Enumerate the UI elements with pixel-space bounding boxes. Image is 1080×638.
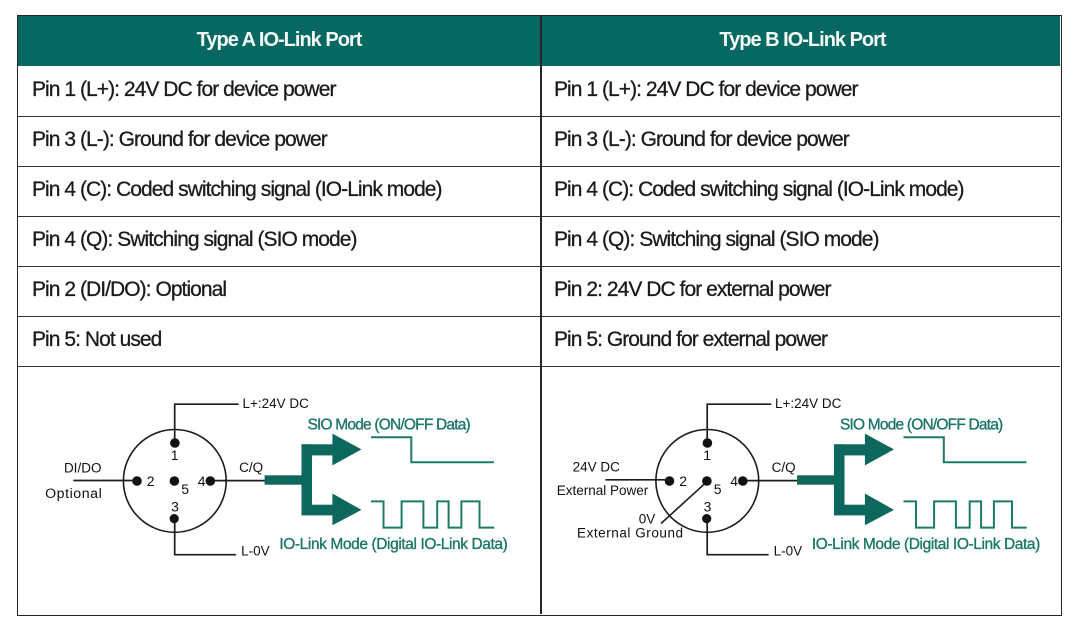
svg-text:Optional: Optional — [45, 486, 102, 502]
svg-text:DI/DO: DI/DO — [64, 461, 102, 476]
svg-text:24V DC: 24V DC — [573, 460, 621, 475]
svg-text:0V: 0V — [639, 512, 656, 527]
svg-text:External Power: External Power — [557, 483, 649, 498]
svg-text:External Ground: External Ground — [577, 525, 684, 540]
